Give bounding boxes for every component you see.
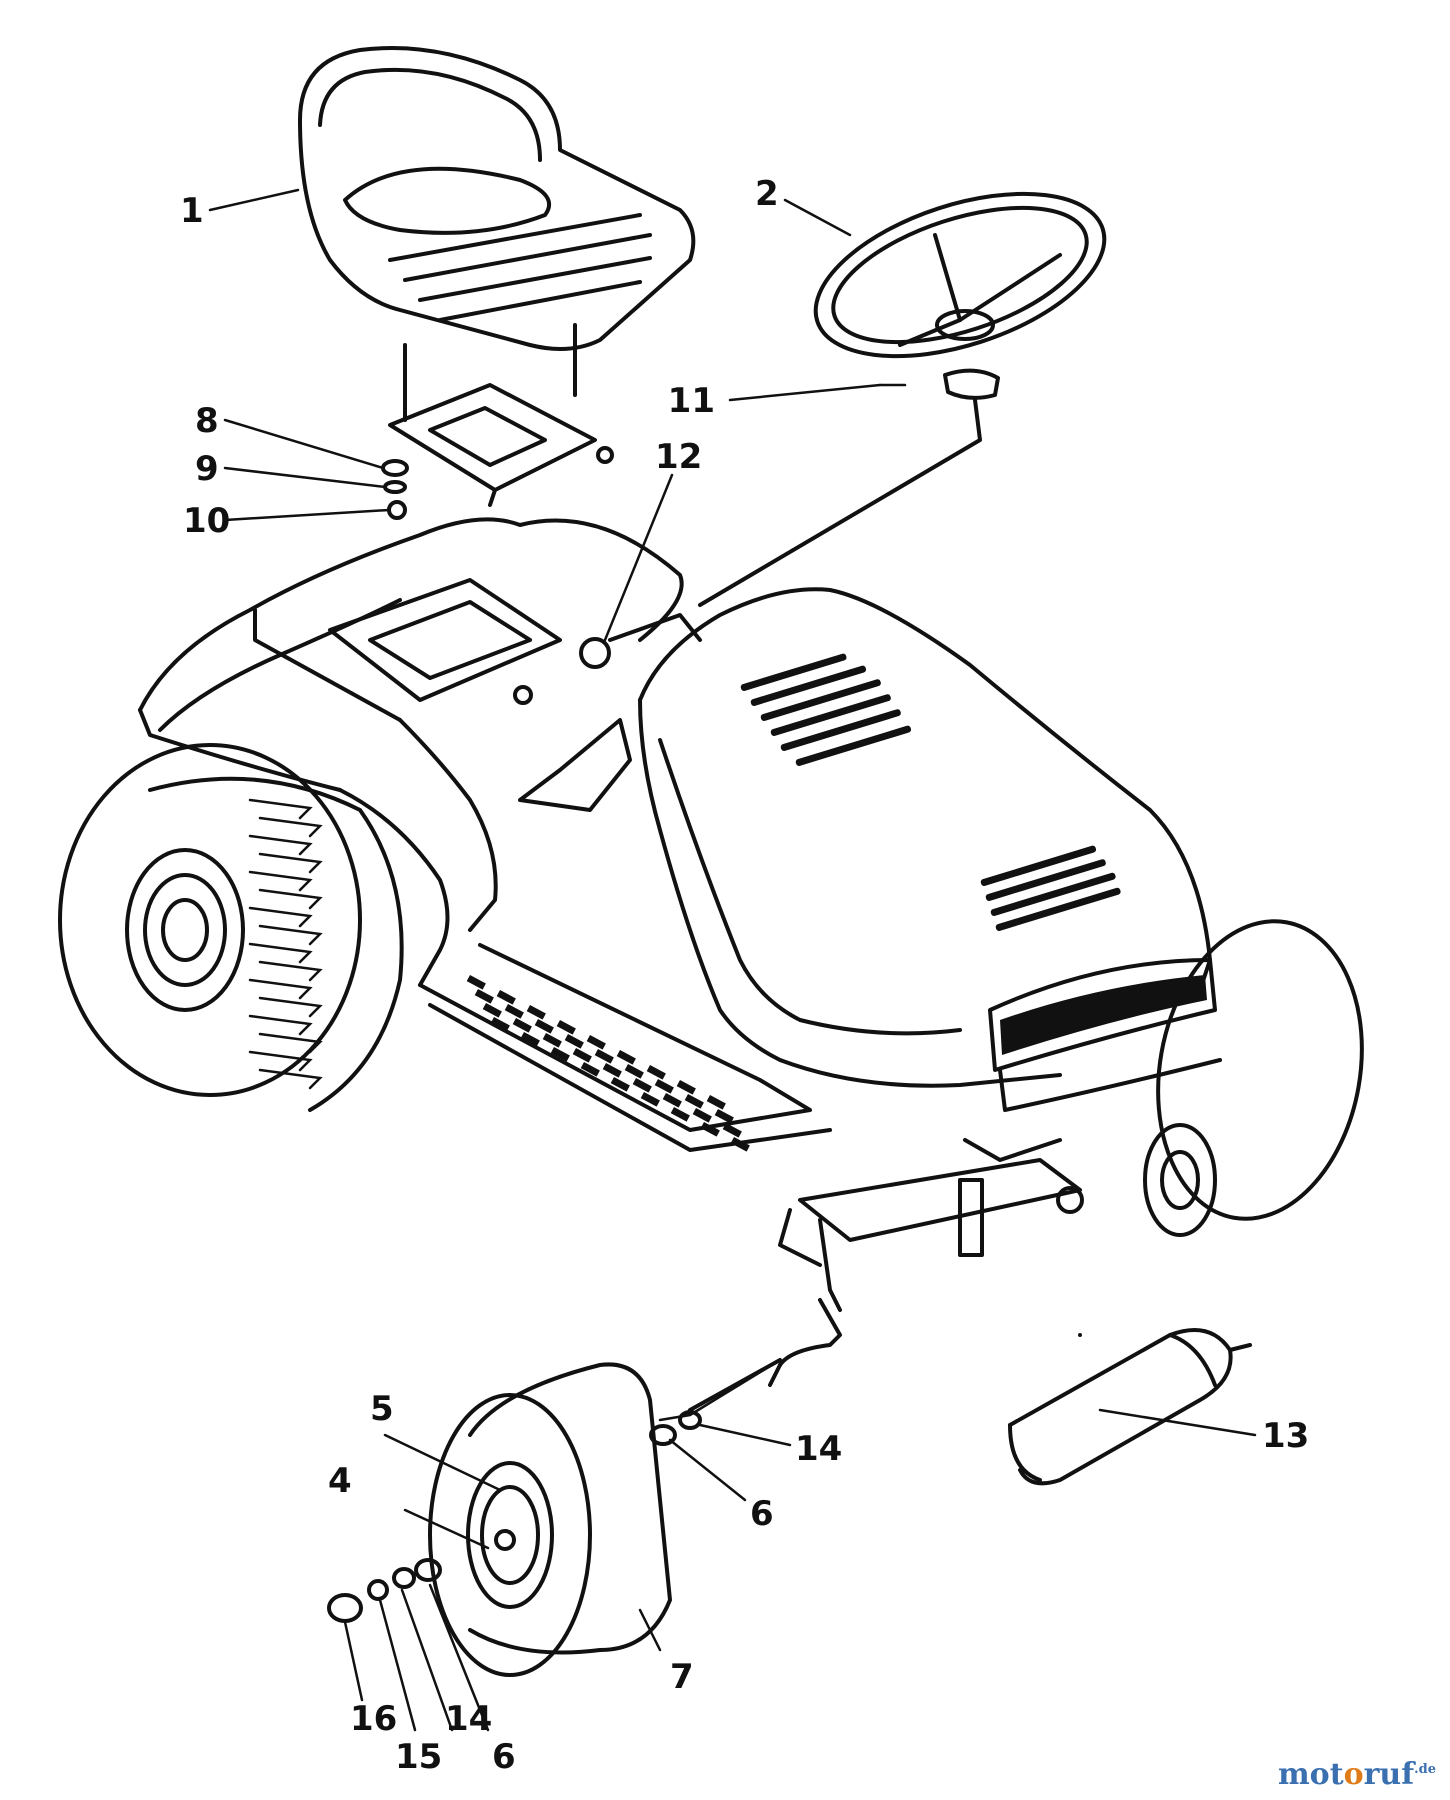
callout-2: 2 xyxy=(755,174,779,214)
tread-slot xyxy=(520,1032,540,1047)
tread-slot xyxy=(490,1016,510,1032)
tread-slot xyxy=(610,1077,630,1092)
steering-shaft xyxy=(698,398,982,607)
tire-tread-mark xyxy=(258,1068,323,1090)
front-axle xyxy=(688,1158,1084,1412)
rear-tire-tread xyxy=(248,798,323,1090)
tread-slot xyxy=(684,1094,704,1109)
front-wheel-exploded xyxy=(428,1362,672,1677)
tire-tread-mark xyxy=(258,816,323,838)
tire-tread-mark xyxy=(258,924,323,946)
tread-slot xyxy=(722,1123,742,1138)
callout-6-right: 6 xyxy=(750,1494,774,1534)
tire-tread-mark xyxy=(258,888,323,910)
callout-8: 8 xyxy=(195,401,219,441)
footboard-treads xyxy=(466,974,750,1152)
tread-slot xyxy=(466,974,486,990)
callout-16: 16 xyxy=(350,1699,397,1739)
tire-tread-mark xyxy=(248,906,313,928)
tread-slot xyxy=(714,1109,734,1124)
tread-slot xyxy=(706,1095,726,1110)
tread-slot xyxy=(594,1049,614,1064)
callout-6-left: 6 xyxy=(492,1737,516,1777)
tire-tread-mark xyxy=(248,978,313,1000)
axle-hardware xyxy=(327,1410,702,1623)
callout-11: 11 xyxy=(668,381,715,421)
tread-slot xyxy=(676,1080,696,1095)
tread-slot xyxy=(550,1047,570,1062)
callout-5: 5 xyxy=(370,1389,394,1429)
motoruf-logo: motoruf.de xyxy=(1277,1757,1436,1792)
tread-slot xyxy=(542,1033,562,1048)
callout-1: 1 xyxy=(180,191,204,231)
tire-tread-mark xyxy=(258,1032,323,1054)
callout-13: 13 xyxy=(1262,1416,1309,1456)
tread-slot xyxy=(616,1050,636,1065)
tread-slot xyxy=(700,1122,720,1137)
tire-tread-mark xyxy=(248,942,313,964)
callout-14-left: 14 xyxy=(445,1699,492,1739)
tread-slot xyxy=(512,1017,532,1033)
callout-12: 12 xyxy=(655,437,702,477)
tread-slot xyxy=(482,1002,502,1018)
tread-slot xyxy=(572,1048,592,1063)
tire-tread-mark xyxy=(258,996,323,1018)
callout-10: 10 xyxy=(183,501,230,541)
callout-9: 9 xyxy=(195,449,219,489)
tread-slot xyxy=(580,1062,600,1077)
tread-slot xyxy=(504,1003,524,1019)
callout-7: 7 xyxy=(670,1657,694,1697)
tire-tread-mark xyxy=(248,834,313,856)
tread-slot xyxy=(602,1063,622,1078)
tread-slot xyxy=(496,989,516,1005)
tire-tread-mark xyxy=(258,960,323,982)
front-wheel-right xyxy=(1143,919,1364,1237)
tread-slot xyxy=(526,1004,546,1020)
tractor-body xyxy=(138,517,1222,1162)
rear-wheel xyxy=(58,743,404,1112)
tread-slot xyxy=(640,1092,660,1107)
tread-slot xyxy=(564,1034,584,1049)
leader-lines xyxy=(208,188,1257,1732)
callout-15: 15 xyxy=(395,1737,442,1777)
tread-slot xyxy=(632,1078,652,1093)
tread-slot xyxy=(654,1079,674,1094)
tire-tread-mark xyxy=(258,852,323,874)
steering-wheel xyxy=(813,191,1107,400)
tread-slot xyxy=(474,989,494,1004)
tire-tread-mark xyxy=(248,798,313,820)
tread-slot xyxy=(662,1093,682,1108)
tread-slot xyxy=(624,1064,644,1079)
tread-slot xyxy=(730,1137,750,1152)
tire-tread-mark xyxy=(248,1050,313,1072)
tread-slot xyxy=(534,1019,554,1034)
callout-14-right: 14 xyxy=(795,1429,842,1469)
seat xyxy=(298,46,696,351)
tire-tread-mark xyxy=(248,1014,313,1036)
tread-slot xyxy=(586,1035,606,1050)
callout-numbers: 1 2 11 8 9 10 12 13 14 6 5 4 7 16 15 14 … xyxy=(180,174,1309,1777)
axle-pin xyxy=(658,1358,782,1422)
tread-slot xyxy=(692,1108,712,1123)
tread-slot xyxy=(556,1019,576,1035)
tread-slot xyxy=(670,1107,690,1122)
part-13-cover xyxy=(1008,1328,1252,1486)
tire-tread-mark xyxy=(248,870,313,892)
callout-4: 4 xyxy=(328,1461,352,1501)
seat-bracket xyxy=(388,323,614,507)
tread-slot xyxy=(646,1065,666,1080)
